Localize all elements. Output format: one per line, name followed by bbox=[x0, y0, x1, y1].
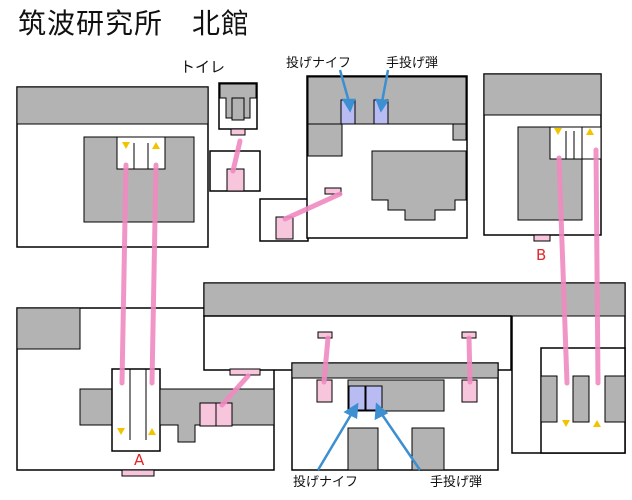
door-b bbox=[533, 234, 551, 242]
item-hand-grenade bbox=[365, 385, 383, 411]
throwing-knife-label-top: 投げナイフ bbox=[286, 56, 352, 71]
room-top-center bbox=[306, 75, 468, 239]
corridor-rooms bbox=[209, 150, 309, 242]
stairs-down-marker bbox=[117, 428, 125, 435]
stairs-down-marker bbox=[554, 128, 562, 135]
door-a bbox=[121, 469, 155, 477]
door bbox=[230, 128, 246, 136]
hand-grenade-label-bottom: 手投げ弾 bbox=[430, 475, 483, 490]
throwing-knife-label-bottom: 投げナイフ bbox=[293, 475, 359, 490]
room-bottom-right bbox=[203, 282, 626, 454]
door bbox=[324, 187, 342, 195]
item-arrows bbox=[316, 69, 422, 471]
stairs-up-marker bbox=[148, 428, 156, 435]
stairs-up-marker bbox=[152, 142, 160, 149]
room-top-left bbox=[16, 86, 209, 248]
door bbox=[229, 368, 261, 376]
map-title: 筑波研究所 北館 bbox=[18, 7, 251, 40]
stairs-down-marker bbox=[122, 142, 130, 149]
route-lines bbox=[119, 138, 601, 408]
room-top-right bbox=[483, 73, 602, 242]
toilet-room bbox=[218, 82, 258, 136]
marker-b: B bbox=[536, 246, 547, 264]
hand-grenade-label-top: 手投げ弾 bbox=[386, 56, 439, 71]
door bbox=[317, 331, 333, 339]
door bbox=[226, 168, 245, 192]
marker-a: A bbox=[134, 451, 145, 469]
stairs-up-marker bbox=[586, 128, 594, 135]
toilet-label: トイレ bbox=[180, 58, 226, 76]
stairs-up-marker bbox=[593, 420, 601, 427]
room-bottom-left bbox=[16, 307, 275, 477]
stairs-down-marker bbox=[562, 420, 570, 427]
